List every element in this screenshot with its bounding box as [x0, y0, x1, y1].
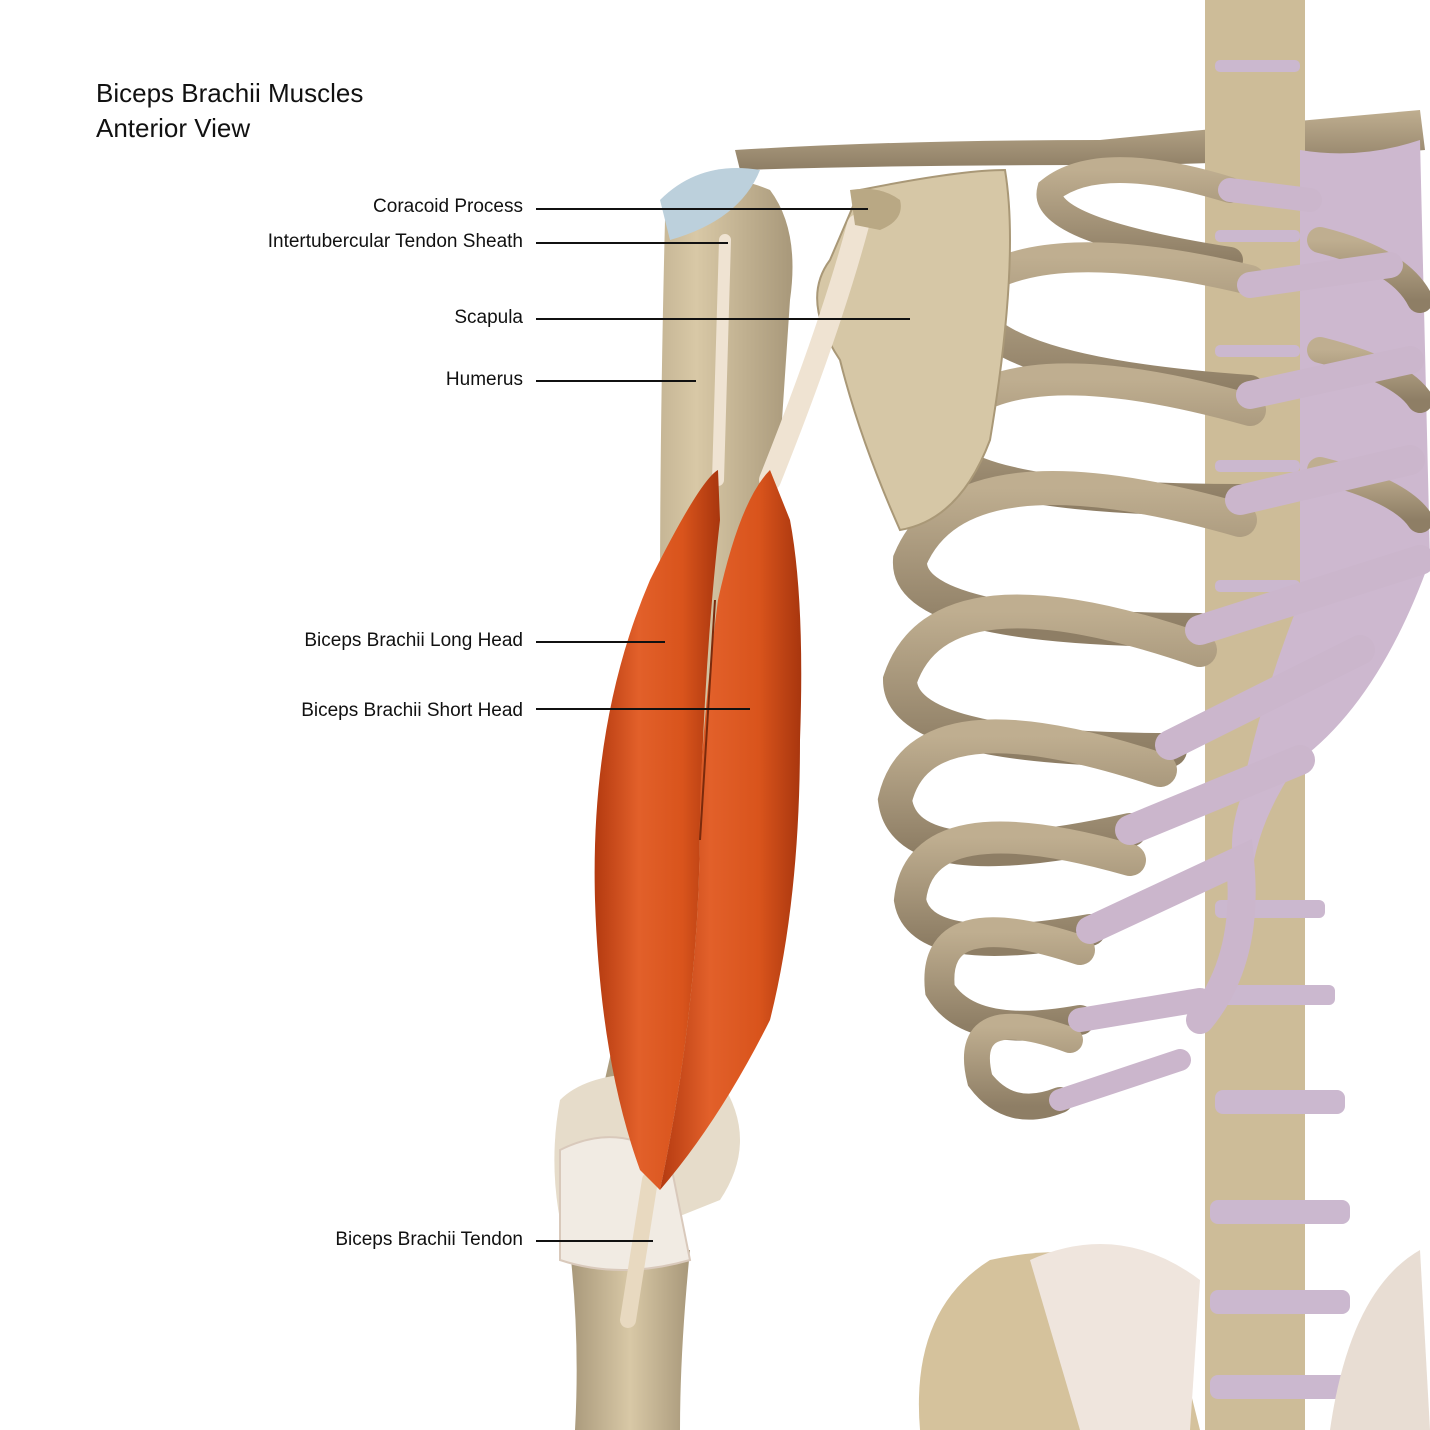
costal-cartilage: [1049, 178, 1430, 1111]
label-coracoid-process: Coracoid Process: [373, 196, 523, 217]
label-humerus: Humerus: [445, 369, 523, 390]
label-biceps-tendon: Biceps Brachii Tendon: [335, 1229, 523, 1250]
leader-line-biceps-tendon: [536, 1240, 653, 1242]
leader-line-coracoid-process: [536, 208, 868, 210]
title-line-1: Biceps Brachii Muscles: [96, 78, 364, 108]
pelvis: [918, 1244, 1430, 1430]
coracoid-process: [850, 188, 901, 230]
label-scapula: Scapula: [454, 307, 523, 328]
label-biceps-long-head: Biceps Brachii Long Head: [304, 630, 523, 651]
label-intertubercular-tendon-sheath: Intertubercular Tendon Sheath: [267, 231, 523, 252]
sternum: [1232, 140, 1430, 900]
diagram-title: Biceps Brachii Muscles Anterior View: [96, 76, 363, 146]
leader-line-biceps-short-head: [536, 708, 750, 710]
biceps-long-head: [594, 470, 720, 1190]
scapula: [816, 168, 1011, 532]
biceps-tendons: [620, 214, 869, 1328]
forearm: [570, 1250, 690, 1430]
label-biceps-short-head: Biceps Brachii Short Head: [301, 700, 523, 721]
muscle-separation: [699, 599, 716, 841]
biceps-short-head: [660, 470, 802, 1190]
leader-line-biceps-long-head: [536, 641, 665, 643]
leader-line-humerus: [536, 380, 696, 382]
leader-line-scapula: [536, 318, 910, 320]
leader-line-intertubercular-tendon-sheath: [536, 242, 728, 244]
title-line-2: Anterior View: [96, 113, 251, 143]
